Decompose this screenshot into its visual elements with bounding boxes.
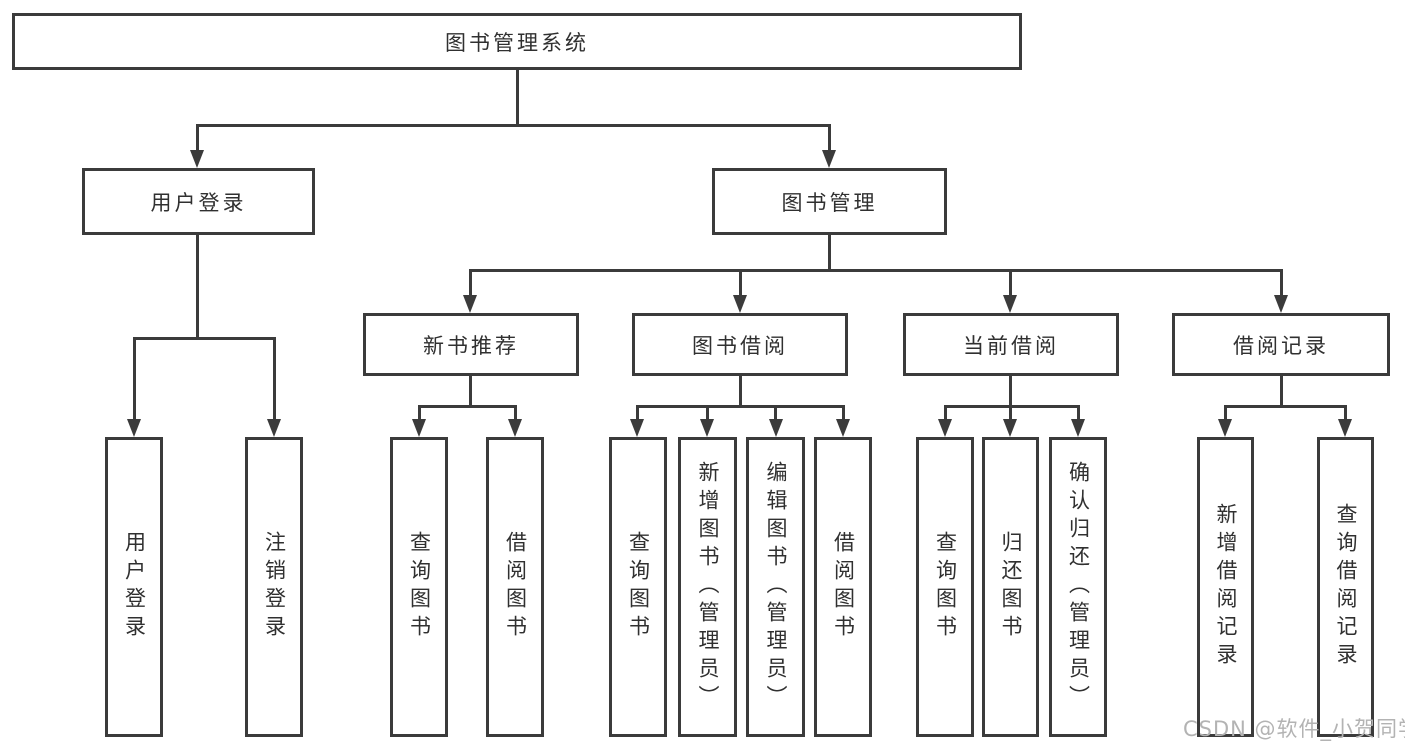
connector-line — [469, 269, 472, 299]
node-root-system: 图书管理系统 — [12, 13, 1022, 70]
connector-line — [1009, 376, 1012, 408]
leaf-add-books-admin: 新增图书（管理员） — [678, 437, 737, 737]
node-label: 查询图书 — [626, 531, 651, 643]
connector-line — [418, 405, 421, 423]
leaf-logout: 注销登录 — [245, 437, 303, 737]
node-book-management: 图书管理 — [712, 168, 947, 235]
node-label: 借阅图书 — [503, 531, 528, 643]
arrow-down-icon — [190, 150, 204, 168]
connector-line — [1009, 269, 1012, 299]
node-label: 图书借阅 — [692, 333, 788, 358]
node-label: 确认归还（管理员） — [1066, 461, 1091, 713]
node-label: 图书管理系统 — [445, 30, 589, 55]
arrow-down-icon — [938, 419, 952, 437]
connector-line — [1344, 405, 1347, 423]
node-label: 借阅记录 — [1233, 333, 1329, 358]
leaf-add-borrow-record: 新增借阅记录 — [1197, 437, 1254, 737]
leaf-query-books-2: 查询图书 — [609, 437, 667, 737]
leaf-return-books: 归还图书 — [982, 437, 1039, 737]
connector-line — [944, 405, 947, 423]
connector-line — [469, 269, 1283, 272]
arrow-down-icon — [127, 419, 141, 437]
connector-line — [944, 405, 1080, 408]
node-label: 借阅图书 — [831, 531, 856, 643]
arrow-down-icon — [836, 419, 850, 437]
node-label: 新增图书（管理员） — [696, 461, 720, 713]
connector-line — [133, 337, 136, 423]
connector-line — [196, 124, 831, 127]
connector-line — [1077, 405, 1080, 423]
node-label: 编辑图书（管理员） — [764, 461, 788, 713]
connector-line — [196, 235, 199, 340]
leaf-query-borrow-record: 查询借阅记录 — [1317, 437, 1374, 737]
connector-line — [514, 405, 517, 423]
connector-line — [774, 405, 777, 423]
arrow-down-icon — [1338, 419, 1352, 437]
arrow-down-icon — [630, 419, 644, 437]
arrow-down-icon — [1003, 419, 1017, 437]
node-book-borrow: 图书借阅 — [632, 313, 848, 376]
arrow-down-icon — [267, 419, 281, 437]
connector-line — [828, 124, 831, 154]
leaf-borrow-books-2: 借阅图书 — [814, 437, 872, 737]
node-label: 用户登录 — [122, 531, 147, 643]
connector-line — [636, 405, 845, 408]
node-label: 查询借阅记录 — [1334, 503, 1358, 671]
connector-line — [1280, 376, 1283, 408]
node-label: 用户登录 — [150, 190, 247, 215]
node-borrow-records: 借阅记录 — [1172, 313, 1390, 376]
arrow-down-icon — [769, 419, 783, 437]
node-label: 当前借阅 — [963, 333, 1059, 358]
connector-line — [133, 337, 276, 340]
connector-line — [1280, 269, 1283, 299]
csdn-watermark: CSDN @软件_小贺同学 — [1183, 717, 1405, 741]
connector-line — [1224, 405, 1227, 423]
node-label: 新增借阅记录 — [1214, 503, 1238, 671]
connector-line — [273, 337, 276, 423]
leaf-query-books-1: 查询图书 — [390, 437, 448, 737]
connector-line — [706, 405, 709, 423]
connector-line — [418, 405, 517, 408]
node-label: 注销登录 — [262, 531, 287, 643]
node-user-login: 用户登录 — [82, 168, 315, 235]
arrow-down-icon — [1218, 419, 1232, 437]
connector-line — [842, 405, 845, 423]
arrow-down-icon — [463, 295, 477, 313]
connector-line — [828, 235, 831, 272]
connector-line — [1224, 405, 1347, 408]
leaf-borrow-books-1: 借阅图书 — [486, 437, 544, 737]
arrow-down-icon — [1274, 295, 1288, 313]
connector-line — [196, 124, 199, 154]
arrow-down-icon — [1003, 295, 1017, 313]
leaf-query-books-3: 查询图书 — [916, 437, 974, 737]
arrow-down-icon — [508, 419, 522, 437]
leaf-confirm-return-admin: 确认归还（管理员） — [1049, 437, 1107, 737]
connector-line — [516, 70, 519, 127]
connector-line — [469, 376, 472, 408]
arrow-down-icon — [1071, 419, 1085, 437]
arrow-down-icon — [412, 419, 426, 437]
connector-line — [739, 376, 742, 408]
arrow-down-icon — [700, 419, 714, 437]
arrow-down-icon — [733, 295, 747, 313]
node-label: 归还图书 — [999, 531, 1023, 643]
connector-line — [636, 405, 639, 423]
node-label: 新书推荐 — [423, 333, 519, 358]
node-label: 查询图书 — [407, 531, 432, 643]
leaf-user-login: 用户登录 — [105, 437, 163, 737]
node-label: 图书管理 — [781, 190, 878, 215]
arrow-down-icon — [822, 150, 836, 168]
node-label: 查询图书 — [933, 531, 958, 643]
connector-line — [739, 269, 742, 299]
node-new-book-recommend: 新书推荐 — [363, 313, 579, 376]
node-current-borrow: 当前借阅 — [903, 313, 1119, 376]
leaf-edit-books-admin: 编辑图书（管理员） — [746, 437, 805, 737]
connector-line — [1009, 405, 1012, 423]
